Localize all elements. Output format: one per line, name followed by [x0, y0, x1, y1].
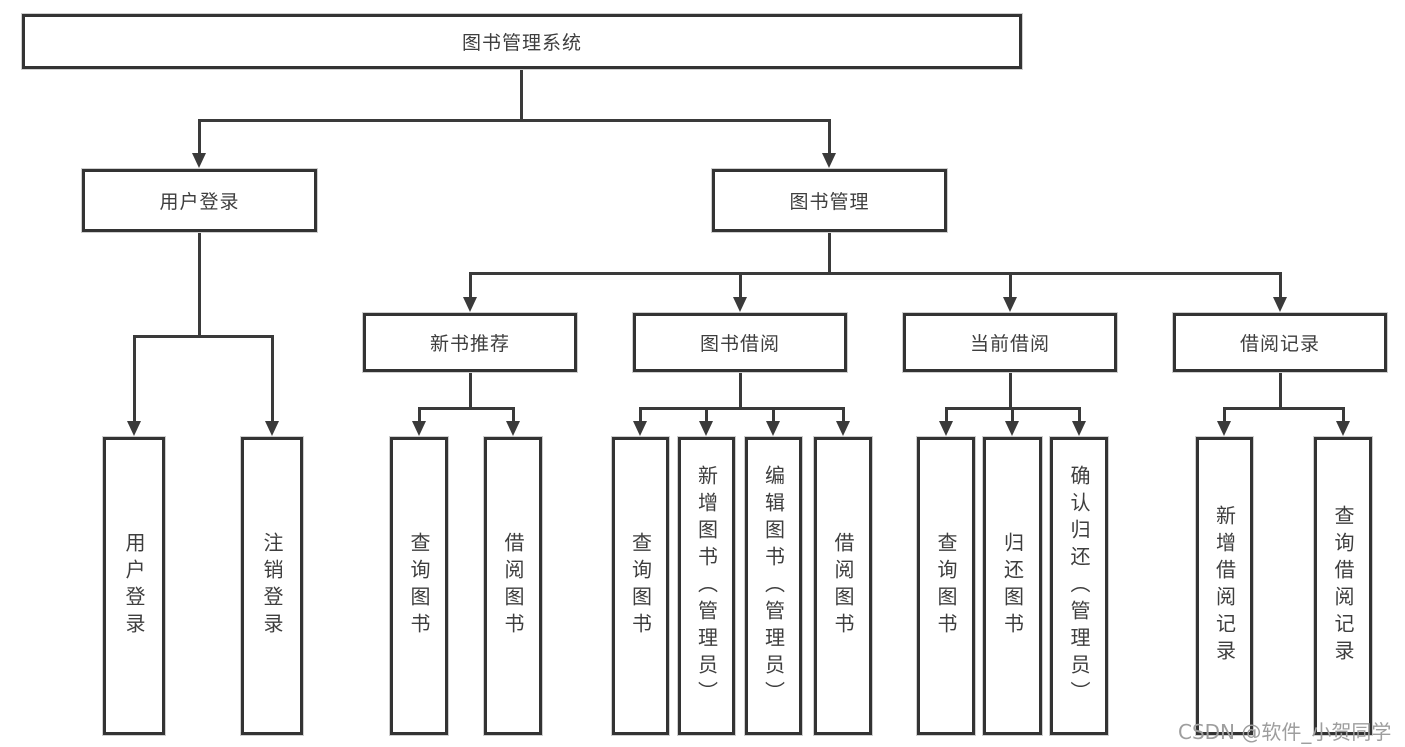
node-label: 查询图书: [934, 532, 958, 640]
leaf-br-add-record: 新增借阅记录: [1196, 437, 1253, 735]
connector-drop-current-borrow: [1009, 272, 1012, 298]
arrow-down-icon: [766, 421, 780, 436]
node-label: 图书管理: [789, 191, 870, 213]
leaf-br-query-record: 查询借阅记录: [1314, 437, 1372, 735]
node-label: 借阅图书: [501, 532, 525, 640]
arrow-down-icon: [127, 421, 141, 436]
arrow-down-icon: [1005, 421, 1019, 436]
node-label: 编辑图书（管理员）: [761, 464, 786, 708]
arrow-down-icon: [265, 421, 279, 436]
leaf-logout: 注销登录: [241, 437, 303, 735]
connector-current-borrow-stem: [1009, 371, 1012, 408]
connector-root-bus: [198, 119, 831, 122]
connector-drop: [705, 407, 708, 422]
connector-drop: [512, 407, 515, 422]
arrow-down-icon: [463, 297, 477, 312]
node-book-mgmt: 图书管理: [712, 169, 947, 232]
connector-drop: [1342, 407, 1345, 422]
node-new-book-rec: 新书推荐: [363, 313, 577, 372]
node-label: 用户登录: [122, 532, 146, 640]
node-label: 查询借阅记录: [1331, 505, 1355, 667]
leaf-bb-add-books-admin: 新增图书（管理员）: [678, 437, 735, 735]
connector-drop: [1223, 407, 1226, 422]
node-label: 图书管理系统: [461, 32, 582, 54]
connector-drop: [1011, 407, 1014, 422]
node-label: 用户登录: [159, 191, 240, 213]
arrow-down-icon: [939, 421, 953, 436]
node-user-login: 用户登录: [82, 169, 317, 232]
arrow-down-icon: [1072, 421, 1086, 436]
node-label: 借阅记录: [1239, 333, 1320, 355]
connector-drop: [418, 407, 421, 422]
node-book-borrow: 图书借阅: [633, 313, 847, 372]
connector-drop: [945, 407, 948, 422]
arrow-down-icon: [699, 421, 713, 436]
arrow-down-icon: [836, 421, 850, 436]
leaf-user-login: 用户登录: [103, 437, 165, 735]
node-label: 新书推荐: [429, 333, 510, 355]
node-label: 新增借阅记录: [1212, 505, 1237, 667]
connector-book-borrow-stem: [739, 371, 742, 408]
node-label: 确认归还（管理员）: [1067, 464, 1091, 708]
leaf-bb-query-books: 查询图书: [612, 437, 669, 735]
connector-drop-leaf-logout: [271, 335, 274, 422]
node-label: 图书借阅: [699, 333, 780, 355]
node-label: 当前借阅: [969, 333, 1050, 355]
connector-book-mgmt-bus: [469, 272, 1281, 275]
connector-drop-new-book-rec: [469, 272, 472, 298]
arrow-down-icon: [733, 297, 747, 312]
connector-drop-borrow-records: [1279, 272, 1282, 298]
arrow-down-icon: [633, 421, 647, 436]
leaf-bb-borrow-books: 借阅图书: [814, 437, 872, 735]
connector-borrow-records-bus: [1223, 407, 1344, 410]
connector-root-stem: [520, 68, 523, 120]
node-label: 注销登录: [260, 532, 284, 640]
leaf-nbr-query-books: 查询图书: [390, 437, 448, 735]
connector-drop-book-mgmt: [828, 119, 831, 154]
leaf-bb-edit-books-admin: 编辑图书（管理员）: [745, 437, 802, 735]
connector-borrow-records-stem: [1279, 371, 1282, 408]
connector-new-book-rec-stem: [469, 371, 472, 408]
arrow-down-icon: [1273, 297, 1287, 312]
node-label: 归还图书: [1000, 532, 1025, 640]
connector-book-borrow-bus: [639, 407, 844, 410]
node-current-borrow: 当前借阅: [903, 313, 1117, 372]
node-label: 借阅图书: [831, 532, 855, 640]
connector-drop-leaf-user-login: [133, 335, 136, 422]
arrow-down-icon: [192, 153, 206, 168]
arrow-down-icon: [1217, 421, 1231, 436]
leaf-nbr-borrow-books: 借阅图书: [484, 437, 542, 735]
arrow-down-icon: [412, 421, 426, 436]
connector-drop: [772, 407, 775, 422]
connector-book-mgmt-stem: [828, 231, 831, 273]
arrow-down-icon: [822, 153, 836, 168]
connector-user-login-bus: [133, 335, 274, 338]
node-label: 查询图书: [407, 532, 431, 640]
arrow-down-icon: [1003, 297, 1017, 312]
node-label: 新增图书（管理员）: [694, 464, 719, 708]
connector-new-book-rec-bus: [418, 407, 515, 410]
node-borrow-records: 借阅记录: [1173, 313, 1387, 372]
leaf-cb-confirm-return-admin: 确认归还（管理员）: [1050, 437, 1108, 735]
connector-drop: [1078, 407, 1081, 422]
connector-drop: [639, 407, 642, 422]
csdn-watermark: CSDN @软件_小贺同学: [1178, 720, 1392, 744]
leaf-cb-return-books: 归还图书: [983, 437, 1042, 735]
node-label: 查询图书: [628, 532, 653, 640]
connector-drop-user-login: [198, 119, 201, 154]
connector-drop-book-borrow: [739, 272, 742, 298]
connector-user-login-stem: [198, 231, 201, 336]
arrow-down-icon: [506, 421, 520, 436]
leaf-cb-query-books: 查询图书: [917, 437, 975, 735]
connector-drop: [842, 407, 845, 422]
arrow-down-icon: [1336, 421, 1350, 436]
node-root: 图书管理系统: [22, 14, 1022, 69]
